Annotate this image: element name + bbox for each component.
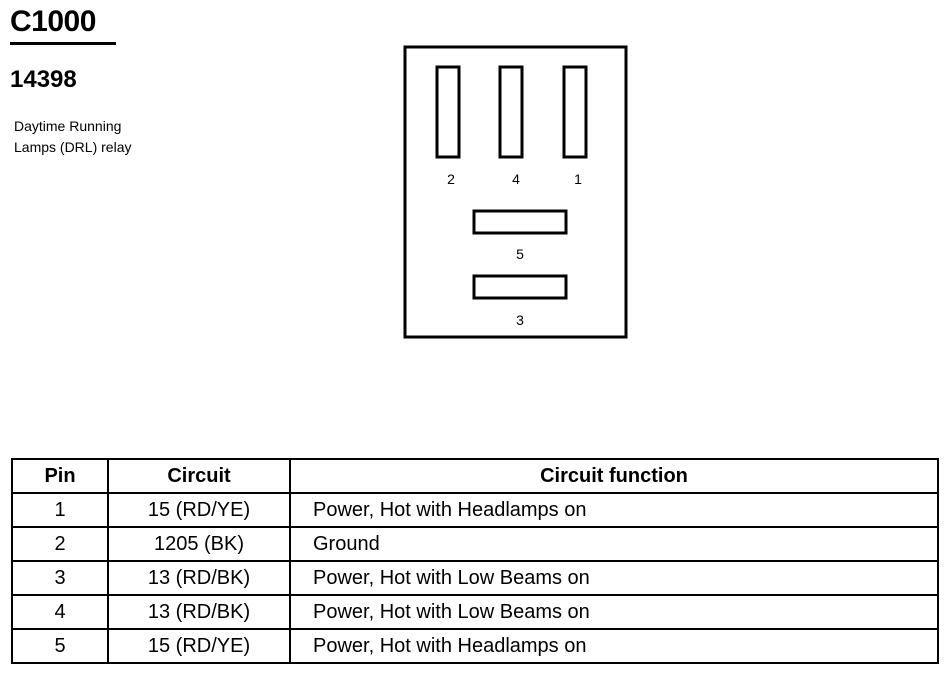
- pin-slot-4: [498, 65, 524, 159]
- row-function: Power, Hot with Headlamps on: [289, 492, 939, 528]
- pin-slot-3: [472, 274, 568, 300]
- row-pin: 2: [11, 526, 109, 562]
- row-pin: 4: [11, 594, 109, 630]
- row-function: Power, Hot with Low Beams on: [289, 560, 939, 596]
- pin-label-5: 5: [516, 246, 524, 262]
- row-pin: 3: [11, 560, 109, 596]
- row-pin: 1: [11, 492, 109, 528]
- table-row: 5 15 (RD/YE) Power, Hot with Headlamps o…: [11, 628, 939, 664]
- row-circuit: 15 (RD/YE): [107, 492, 291, 528]
- connector-housing: [403, 45, 628, 339]
- row-pin: 5: [11, 628, 109, 664]
- table-row: 3 13 (RD/BK) Power, Hot with Low Beams o…: [11, 560, 939, 596]
- pin-label-1: 1: [574, 171, 582, 187]
- pin-table: Pin Circuit Circuit function 1 15 (RD/YE…: [11, 458, 939, 664]
- row-function: Ground: [289, 526, 939, 562]
- pin-label-4: 4: [512, 171, 520, 187]
- connector-description: Daytime Running Lamps (DRL) relay: [14, 116, 214, 158]
- connector-face-diagram: 2 4 1 5 3: [403, 45, 628, 339]
- header-circuit-function: Circuit function: [289, 458, 939, 494]
- pin-slot-1: [562, 65, 588, 159]
- row-circuit: 13 (RD/BK): [107, 594, 291, 630]
- table-row: 4 13 (RD/BK) Power, Hot with Low Beams o…: [11, 594, 939, 630]
- row-function: Power, Hot with Low Beams on: [289, 594, 939, 630]
- row-circuit: 1205 (BK): [107, 526, 291, 562]
- description-line-2: Lamps (DRL) relay: [14, 139, 132, 155]
- part-number: 14398: [10, 66, 77, 93]
- row-circuit: 13 (RD/BK): [107, 560, 291, 596]
- pin-label-3: 3: [516, 312, 524, 328]
- table-header-row: Pin Circuit Circuit function: [11, 458, 939, 494]
- pin-label-2: 2: [447, 171, 455, 187]
- connector-id: C1000: [10, 5, 96, 38]
- row-function: Power, Hot with Headlamps on: [289, 628, 939, 664]
- row-circuit: 15 (RD/YE): [107, 628, 291, 664]
- description-line-1: Daytime Running: [14, 118, 122, 134]
- header-pin: Pin: [11, 458, 109, 494]
- pin-slot-5: [472, 209, 568, 235]
- header-circuit: Circuit: [107, 458, 291, 494]
- table-row: 2 1205 (BK) Ground: [11, 526, 939, 562]
- connector-id-underline: [10, 42, 116, 45]
- table-row: 1 15 (RD/YE) Power, Hot with Headlamps o…: [11, 492, 939, 528]
- pin-slot-2: [435, 65, 461, 159]
